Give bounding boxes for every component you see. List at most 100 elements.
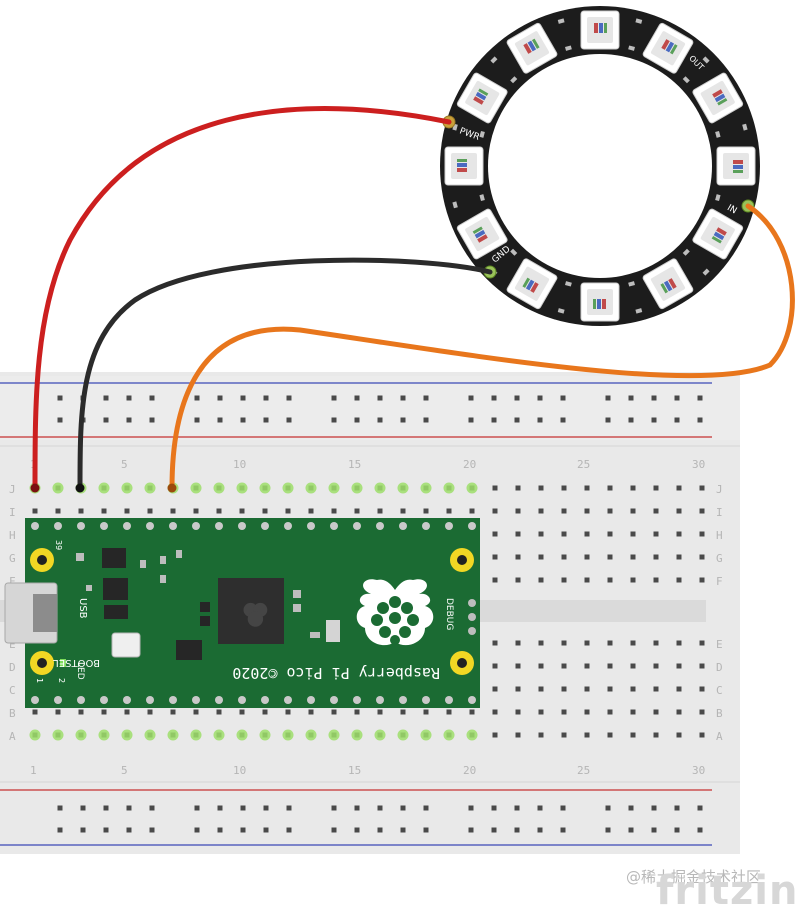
row-letter-f-right: F [716,575,723,588]
power-rail-hole [468,417,474,423]
power-rail-hole [286,395,292,401]
breadboard-hole [492,686,498,692]
row-letter-b-right: B [716,707,723,720]
breadboard-hole [354,508,360,514]
pico-pin-pad [169,522,177,530]
power-rail-hole [149,417,155,423]
breadboard-hole [584,732,590,738]
connected-hole [305,482,317,494]
pin-39-label: 39 [54,540,63,550]
breadboard-hole [584,577,590,583]
breadboard-hole [492,577,498,583]
pico-pin-pad [399,696,407,704]
connected-hole [236,482,248,494]
pico-pin-pad [376,522,384,530]
pico-pin-pad [169,696,177,704]
breadboard-hole [653,686,659,692]
ring-pad [490,56,498,64]
pico-pads [31,522,476,704]
crystal [326,620,340,642]
pico-pin-pad [284,522,292,530]
power-rail-hole [57,417,63,423]
power-rail-hole [560,417,566,423]
breadboard-hole [607,508,613,514]
connected-hole [328,482,340,494]
ring-pad [565,281,572,287]
power-rail-hole [103,417,109,423]
breadboard-hole [538,640,544,646]
breadboard-hole [216,709,222,715]
col-number-30-bottom: 30 [692,764,705,777]
pico-pin-pad [376,696,384,704]
breadboard-hole [699,577,705,583]
power-rail-hole [560,827,566,833]
usb-label: USB [77,598,88,619]
led [60,659,66,667]
breadboard-hole [676,640,682,646]
ring-pad [628,45,635,51]
breadboard-hole [561,485,567,491]
watermark: @稀土掘金技术社区 [626,868,762,886]
power-rail-hole [217,827,223,833]
breadboard-hole [653,732,659,738]
breadboard-hole [630,485,636,491]
power-rail-hole [514,395,520,401]
ring-pad [715,194,721,201]
power-rail-hole [149,805,155,811]
breadboard-hole [561,663,567,669]
power-rail-hole [103,395,109,401]
breadboard-hole [400,709,406,715]
breadboard-hole [193,709,199,715]
power-rail-hole [491,805,497,811]
power-rail-hole [377,417,383,423]
ring-pad [479,194,485,201]
power-rail-hole [491,417,497,423]
breadboard-hole [584,531,590,537]
data-wire-end [167,483,177,493]
breadboard-hole [561,732,567,738]
power-rail-hole [651,827,657,833]
connected-hole [420,482,432,494]
breadboard-hole [515,663,521,669]
breadboard-hole [423,709,429,715]
neopixel-led [716,146,756,186]
ring-pad [702,268,710,276]
breadboard-hole [699,732,705,738]
connected-hole [121,729,133,741]
breadboard-hole [515,508,521,514]
power-rail-hole [560,395,566,401]
breadboard-hole [492,663,498,669]
breadboard-hole [584,663,590,669]
pico-pin-pad [100,522,108,530]
connected-hole [190,729,202,741]
ring-pad [635,18,643,24]
breadboard-hole [354,709,360,715]
pico-pin-pad [468,696,476,704]
ring-pad [635,308,643,314]
power-rail-hole [651,417,657,423]
breadboard-hole [630,732,636,738]
pico-pin-pad [215,522,223,530]
breadboard-hole [676,577,682,583]
breadboard-hole [561,640,567,646]
flash-chip [102,548,126,568]
pico-pin-pad [261,696,269,704]
connected-hole [75,729,87,741]
power-rail-hole [263,805,269,811]
connected-hole [52,729,64,741]
breadboard-hole [607,663,613,669]
neopixel-led [692,208,744,260]
breadboard-hole [676,663,682,669]
breadboard-hole [653,663,659,669]
connected-hole [420,729,432,741]
pico-pin-pad [399,522,407,530]
breadboard-hole [515,686,521,692]
breadboard-hole [193,508,199,514]
breadboard-hole [584,485,590,491]
col-number-10-bottom: 10 [233,764,246,777]
power-rail-hole [651,805,657,811]
connected-hole [443,729,455,741]
breadboard-hole [538,531,544,537]
connected-hole [374,482,386,494]
power-rail-hole [240,395,246,401]
